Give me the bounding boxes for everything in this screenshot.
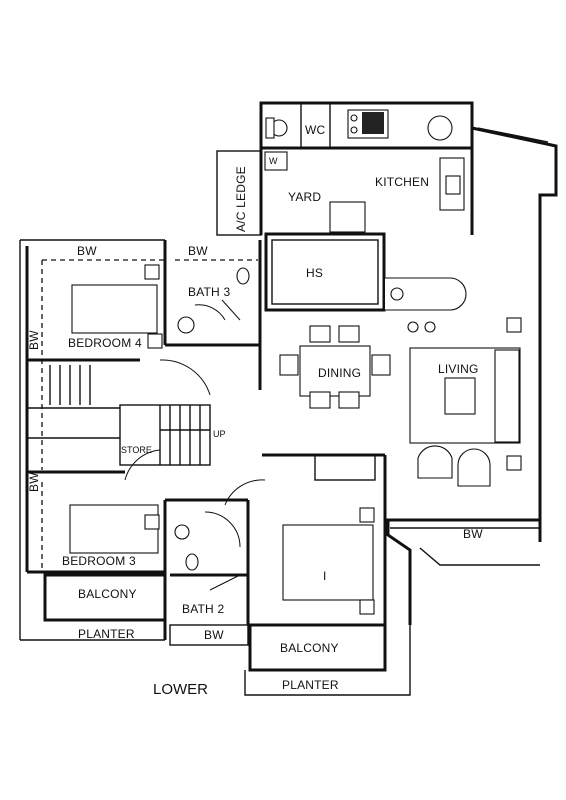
bay-window-lines	[41, 259, 258, 570]
dining-set	[279, 325, 391, 409]
label-bw-left-upper: BW	[27, 330, 41, 350]
room-labels: WC W YARD KITCHEN A/C LEDGE HS BW BW BAT…	[27, 123, 483, 698]
label-bw-bottom: BW	[204, 628, 224, 642]
label-balcony-left: BALCONY	[78, 587, 137, 601]
label-bath3: BATH 3	[188, 285, 230, 299]
label-yard: YARD	[288, 190, 321, 204]
label-planter-left: PLANTER	[78, 627, 135, 641]
label-w: W	[269, 156, 278, 166]
label-dining: DINING	[318, 366, 361, 380]
label-hs: HS	[306, 266, 323, 280]
bedroom4-fixtures	[71, 240, 262, 390]
label-living: LIVING	[438, 362, 479, 376]
label-bedroom4: BEDROOM 4	[68, 336, 142, 350]
bedroom3-fixtures	[20, 498, 250, 646]
stairs	[49, 359, 211, 481]
label-store: STORE	[121, 445, 152, 455]
label-bw-bath3: BW	[188, 244, 208, 258]
label-balcony-right: BALCONY	[280, 641, 339, 655]
outer-walls	[19, 101, 558, 640]
label-master-mark: I	[323, 569, 327, 583]
label-bath2: BATH 2	[182, 602, 224, 616]
label-planter-right: PLANTER	[282, 678, 339, 692]
label-up: UP	[213, 429, 226, 439]
master-bedroom-fixtures	[224, 453, 411, 696]
kitchen-fixtures	[264, 109, 467, 333]
living-set	[409, 317, 522, 487]
label-kitchen: KITCHEN	[375, 175, 429, 189]
label-bw-left-lower: BW	[27, 472, 41, 492]
label-bedroom3: BEDROOM 3	[62, 554, 136, 568]
plan-caption: LOWER	[153, 681, 208, 698]
label-ac-ledge: A/C LEDGE	[234, 166, 248, 232]
label-bw-living: BW	[463, 527, 483, 541]
label-bw-top-left: BW	[77, 244, 97, 258]
label-wc: WC	[305, 123, 326, 137]
